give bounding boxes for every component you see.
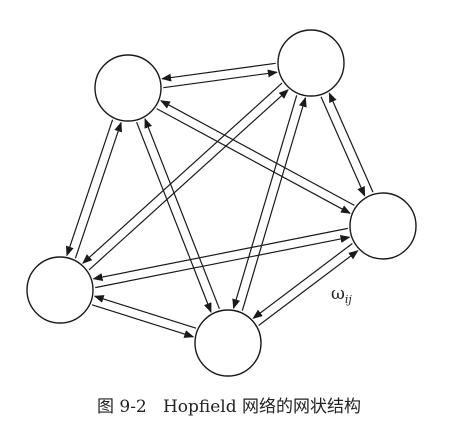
arrow-bottom-to-top-left — [144, 117, 220, 310]
connection-arrows — [65, 62, 374, 338]
figure-caption: 图 9-2 Hopfield 网络的网状结构 — [96, 397, 362, 417]
weight-label: ωij — [331, 284, 352, 306]
weight-subscript: ij — [345, 293, 353, 306]
neuron-node-top-right — [277, 29, 345, 97]
neuron-nodes — [26, 29, 417, 377]
arrow-left-to-right — [95, 235, 351, 289]
arrow-right-to-left — [92, 227, 348, 281]
arrow-top-right-to-bottom — [232, 95, 298, 310]
arrow-top-right-to-left — [82, 82, 283, 264]
arrow-top-left-to-right — [156, 108, 351, 214]
arrow-top-left-to-top-right — [163, 69, 278, 89]
arrow-right-to-bottom — [252, 243, 353, 319]
arrow-right-to-top-right — [328, 92, 374, 193]
neuron-node-right — [349, 192, 417, 260]
arrow-left-to-bottom — [91, 304, 195, 338]
arrow-top-right-to-top-left — [161, 62, 276, 82]
arrow-bottom-to-left — [93, 295, 197, 329]
arrow-right-to-top-left — [160, 100, 355, 206]
arrow-left-to-top-left — [74, 121, 123, 259]
arrow-bottom-to-right — [258, 250, 359, 326]
neuron-node-top-left — [94, 54, 162, 122]
arrow-top-left-to-bottom — [136, 121, 212, 314]
arrow-top-right-to-right — [320, 96, 366, 197]
weight-symbol: ω — [331, 284, 345, 304]
arrow-top-left-to-left — [65, 119, 114, 257]
neuron-node-left — [26, 256, 94, 324]
arrow-left-to-top-right — [88, 89, 289, 271]
neuron-node-bottom — [194, 309, 262, 377]
arrow-bottom-to-top-right — [241, 96, 307, 311]
